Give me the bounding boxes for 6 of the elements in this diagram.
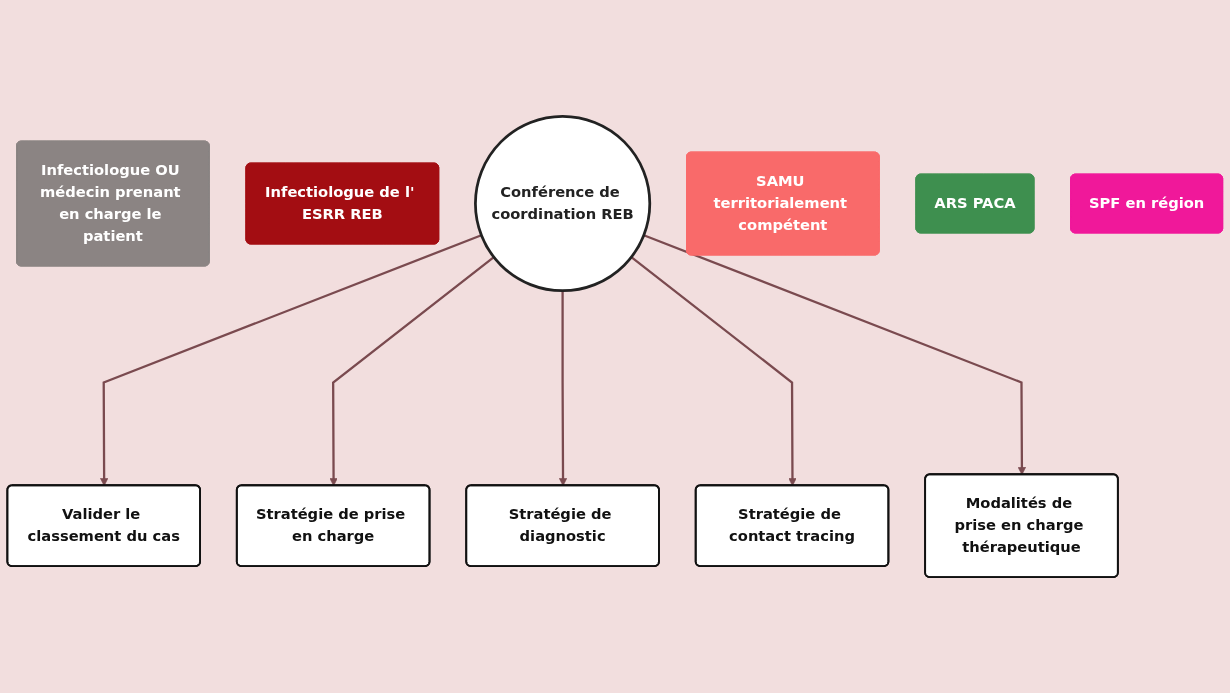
arrow — [100, 233, 482, 486]
arrow — [559, 290, 568, 486]
arrow — [630, 256, 797, 486]
arrow — [643, 233, 1026, 475]
arrow — [329, 256, 495, 486]
node-circle: Conférence de coordination REB — [474, 114, 652, 292]
